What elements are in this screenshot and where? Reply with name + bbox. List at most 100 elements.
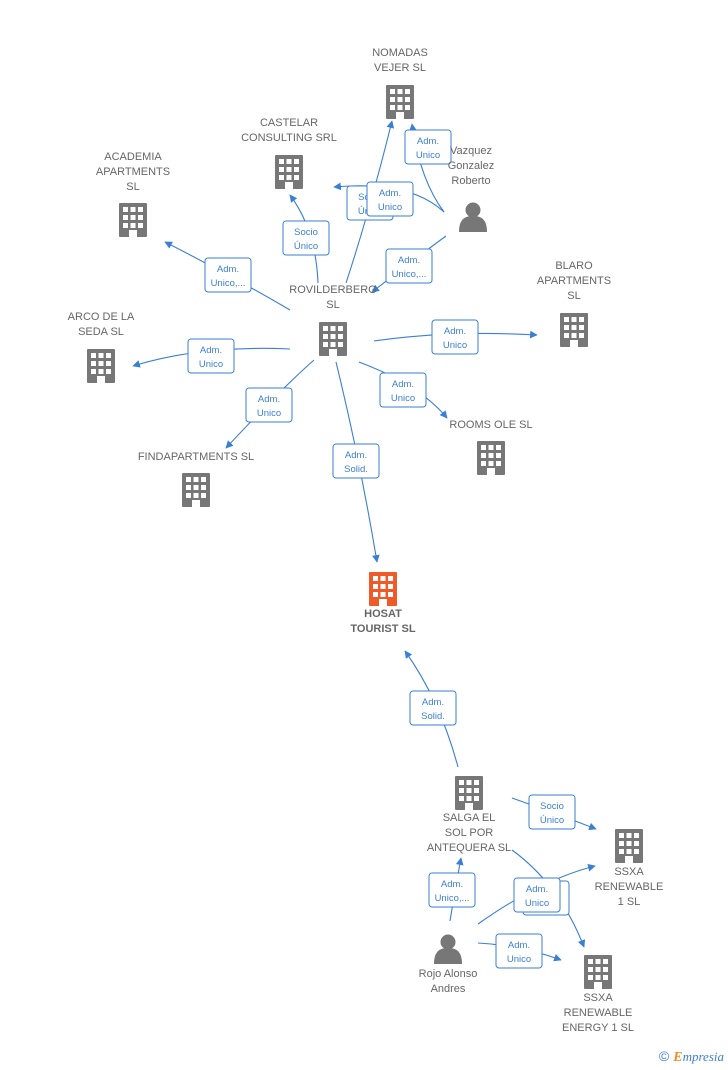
- node-label-line: SL: [326, 299, 339, 311]
- node-label-line: Rojo Alonso: [419, 968, 478, 980]
- edge-label-box[interactable]: [366, 181, 414, 217]
- edge-vazquez-to-castelar: Adm.Unico: [333, 181, 445, 217]
- node-label-line: APARTMENTS: [96, 166, 170, 178]
- node-blaro[interactable]: BLARO APARTMENTS SL: [537, 260, 611, 347]
- node-label-line: FINDAPARTMENTS SL: [138, 451, 254, 463]
- node-label-line: CASTELAR: [260, 117, 318, 129]
- node-label-line: 1 SL: [618, 896, 641, 908]
- edge-label-line: Único: [294, 241, 318, 252]
- edges-layer: SocioÚnicoAdm.UnicoAdm.UnicoSocioÚnicoAd…: [132, 120, 597, 969]
- node-label-line: Andres: [431, 983, 466, 995]
- node-label-line: ACADEMIA: [104, 151, 162, 163]
- edge-label-line: Adm.: [379, 188, 401, 199]
- edge-label-line: Socio: [294, 227, 318, 238]
- edge-label-line: Adm.: [441, 879, 463, 890]
- edge-label-line: Adm.: [417, 136, 439, 147]
- node-label-line: ANTEQUERA SL: [427, 842, 511, 854]
- edge-label-line: Unico: [443, 340, 467, 351]
- edge-vazquez-to-nomadas: Adm. Unico: [404, 123, 452, 213]
- edge-label-line: Unico: [199, 359, 223, 370]
- edge-label-box[interactable]: [528, 794, 576, 830]
- edge-label-box[interactable]: [204, 257, 252, 293]
- edge-label-box[interactable]: [187, 338, 235, 374]
- edge-rovilderberg-to-rooms: Adm.Unico: [358, 361, 448, 419]
- edge-label-box[interactable]: [409, 690, 457, 726]
- edge-label-box[interactable]: [495, 933, 543, 969]
- edge-label-line: Adm.: [200, 345, 222, 356]
- node-label-line: TOURIST SL: [350, 623, 415, 635]
- person-icon: [434, 934, 462, 964]
- edge-rojo-to-ssxa1: Adm. Unico: [477, 863, 596, 925]
- node-label-line: ARCO DE LA: [68, 311, 135, 323]
- node-label-line: BLARO: [555, 260, 593, 272]
- node-label-line: ENERGY 1 SL: [562, 1022, 634, 1034]
- edge-label-box[interactable]: [332, 443, 380, 479]
- brand-watermark: ©Empresia: [659, 1048, 724, 1066]
- node-ssxaenergy[interactable]: SSXA RENEWABLE ENERGY 1 SL: [562, 955, 634, 1034]
- edge-label-line: Adm.: [345, 450, 367, 461]
- node-ssxa1[interactable]: SSXA RENEWABLE 1 SL: [595, 829, 664, 908]
- edge-label-box[interactable]: [428, 872, 476, 908]
- edge-label-box[interactable]: [431, 319, 479, 355]
- edge-label-box[interactable]: [385, 248, 433, 284]
- edge-label-line: Adm.: [526, 884, 548, 895]
- edge-label-line: Unico: [525, 898, 549, 909]
- node-label-line: APARTMENTS: [537, 275, 611, 287]
- edge-label-line: Unico: [416, 150, 440, 161]
- edge-label-line: Socio: [540, 801, 564, 812]
- edge-label-box[interactable]: [379, 372, 427, 408]
- node-academia[interactable]: ACADEMIA APARTMENTS SL: [96, 151, 170, 237]
- building-icon: [455, 776, 483, 810]
- node-label-line: VEJER SL: [374, 62, 426, 74]
- edge-label-box[interactable]: [513, 877, 561, 913]
- node-rooms[interactable]: ROOMS OLE SL: [449, 419, 533, 475]
- edge-label-box[interactable]: [245, 387, 293, 423]
- copyright-symbol: ©: [658, 1048, 670, 1064]
- edge-label-line: Solid.: [344, 464, 368, 475]
- node-label-line: SALGA EL: [443, 812, 496, 824]
- edge-label-box[interactable]: [282, 220, 330, 256]
- building-icon: [87, 349, 115, 383]
- building-icon: [477, 441, 505, 475]
- node-label-line: SL: [126, 181, 139, 193]
- node-findapartments[interactable]: FINDAPARTMENTS SL: [138, 451, 254, 507]
- node-label-line: RENEWABLE: [595, 881, 664, 893]
- node-label-line: SSXA: [614, 866, 644, 878]
- building-icon: [319, 322, 347, 356]
- edge-rovilderberg-to-findapartments: Adm.Unico: [225, 359, 315, 449]
- node-label-line: Gonzalez: [448, 160, 494, 172]
- edge-label-line: Adm.: [508, 940, 530, 951]
- node-label-line: RENEWABLE: [564, 1007, 633, 1019]
- edge-label-line: Adm.: [422, 697, 444, 708]
- node-label-line: CONSULTING SRL: [241, 132, 337, 144]
- edge-rovilderberg-to-academia: Adm.Unico,...: [164, 241, 291, 311]
- edge-rojo-to-ssxaenergy: Adm. Unico: [477, 933, 562, 969]
- edge-rovilderberg-to-hosat: Adm. Solid.: [332, 361, 380, 563]
- node-label-line: SSXA: [583, 992, 613, 1004]
- edge-label-line: Unico: [507, 954, 531, 965]
- edge-label-box[interactable]: [404, 129, 452, 165]
- edge-label-line: Adm.: [444, 326, 466, 337]
- edge-label-line: Unico: [391, 393, 415, 404]
- brand-logo-text: mpresia: [682, 1049, 724, 1064]
- edge-rojo-to-salga: Adm.Unico,...: [428, 857, 476, 922]
- node-label-line: Roberto: [451, 175, 490, 187]
- edge-label-line: Adm.: [258, 394, 280, 405]
- node-castelar[interactable]: CASTELAR CONSULTING SRL: [241, 117, 337, 189]
- edge-vazquez-to-rovilderberg: Adm.Unico,...: [371, 235, 447, 293]
- node-label-line: SL: [567, 290, 580, 302]
- building-icon: [560, 313, 588, 347]
- edge-rovilderberg-to-arco: Adm. Unico: [132, 338, 291, 374]
- building-icon: [615, 829, 643, 863]
- edge-salga-to-hosat: Adm.Solid.: [404, 650, 459, 768]
